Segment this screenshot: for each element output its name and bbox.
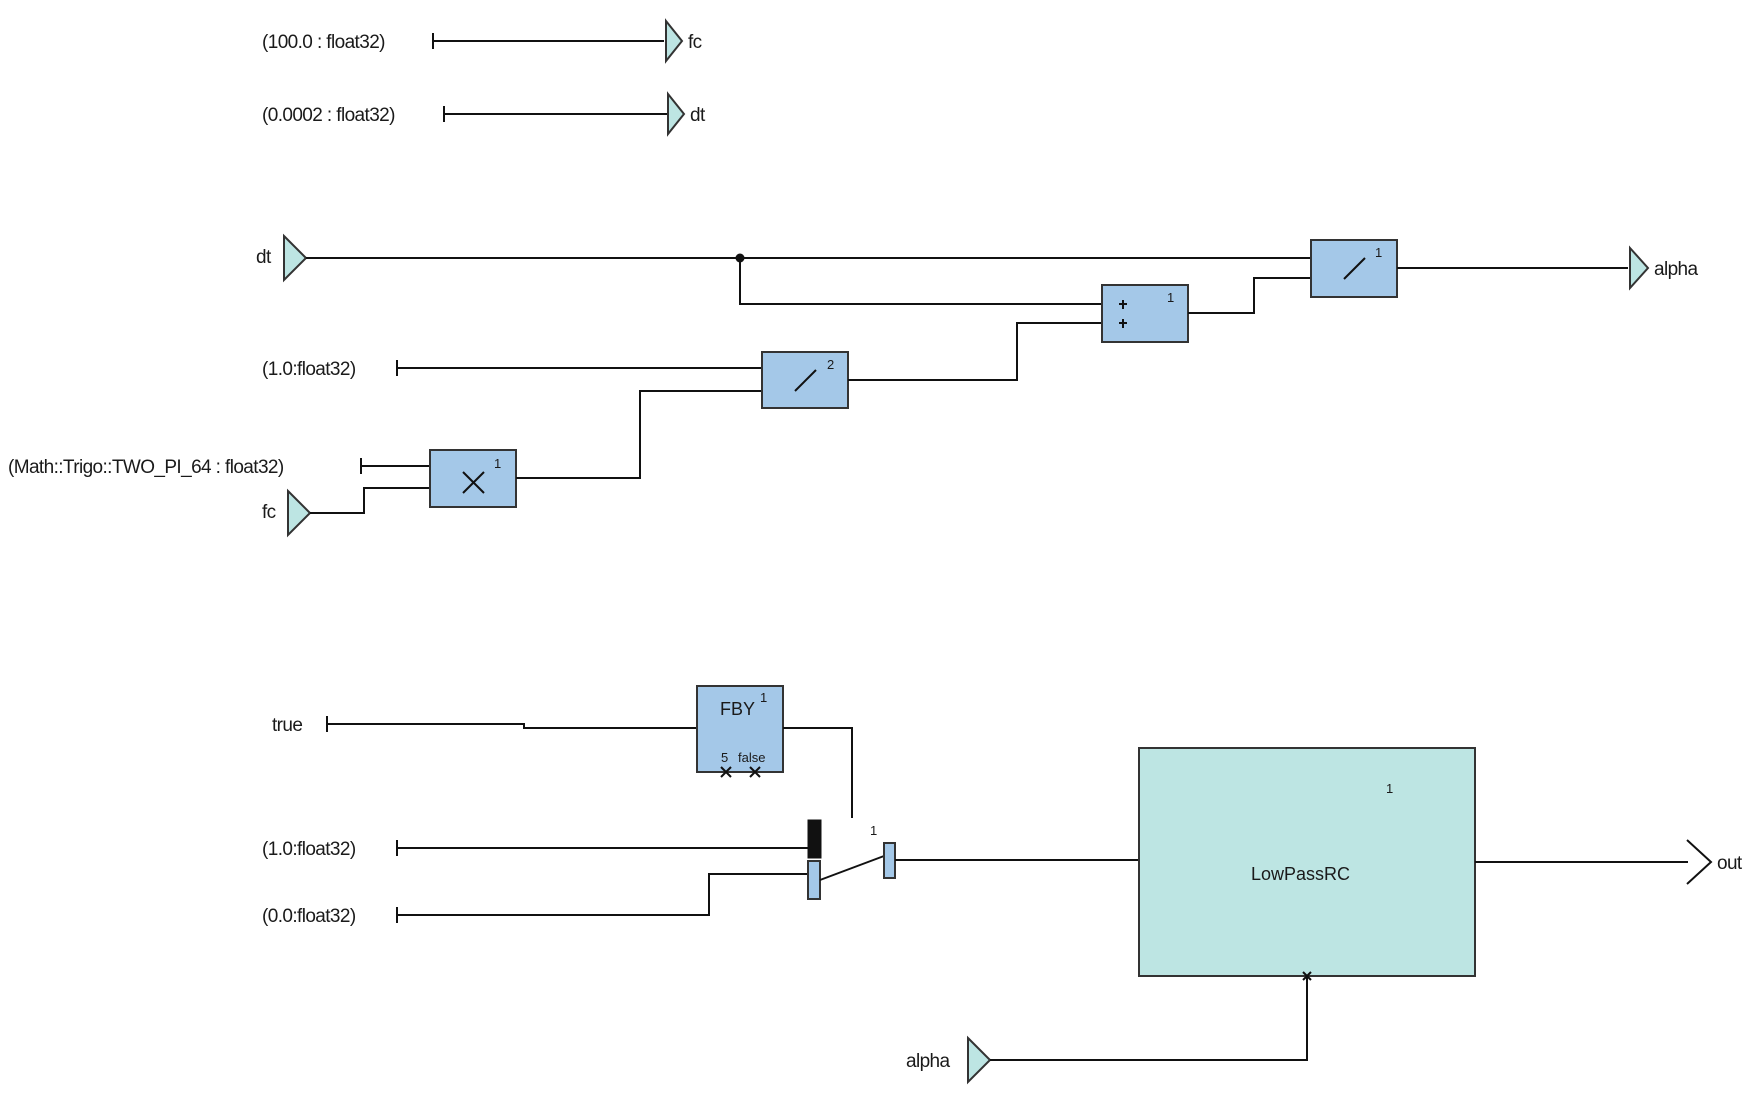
times-index: 1 bbox=[494, 456, 501, 471]
switch-input-selected[interactable] bbox=[807, 819, 822, 859]
switch-operator[interactable]: 1 bbox=[807, 819, 896, 900]
divide-icon bbox=[794, 369, 817, 392]
switch-index: 1 bbox=[870, 823, 877, 838]
lowpassrc-index: 1 bbox=[1386, 781, 1393, 796]
wire-true-to-fby[interactable] bbox=[327, 723, 697, 729]
times-icon bbox=[462, 471, 485, 494]
output-port-out[interactable] bbox=[1686, 839, 1713, 885]
const-fc-label: (100.0 : float32) bbox=[262, 32, 385, 53]
lowpassrc-node[interactable]: LowPassRC 1 bbox=[1138, 747, 1476, 981]
fby-operator[interactable]: FBY 1 5 false bbox=[696, 685, 784, 778]
switch-input-b[interactable] bbox=[807, 860, 821, 900]
output-out-label: out bbox=[1717, 853, 1743, 874]
output-port-dt[interactable] bbox=[667, 91, 686, 137]
fby-init: false bbox=[738, 750, 765, 765]
input-dt-label: dt bbox=[256, 247, 272, 268]
plus-box[interactable] bbox=[1101, 284, 1189, 343]
divide-1-index: 1 bbox=[1375, 245, 1382, 260]
fby-index: 1 bbox=[760, 690, 767, 705]
switch-lever bbox=[819, 855, 885, 881]
const-dt-label: (0.0002 : float32) bbox=[262, 105, 395, 126]
equation-lowpass: true FBY 1 5 false (1.0:float32) (0.0:fl… bbox=[262, 685, 1744, 1085]
switch-output[interactable] bbox=[883, 842, 896, 879]
fby-pin-markers bbox=[720, 766, 761, 778]
const-two-pi-label: (Math::Trigo::TWO_PI_64 : float32) bbox=[8, 457, 284, 478]
wire-plus-to-div1[interactable] bbox=[1188, 277, 1311, 314]
plus-index: 1 bbox=[1167, 290, 1174, 305]
plus-operator[interactable]: 1 bbox=[1101, 284, 1189, 343]
fby-delay: 5 bbox=[721, 750, 728, 765]
divide-operator-1[interactable]: 1 bbox=[1310, 239, 1398, 298]
input-port-alpha[interactable] bbox=[967, 1035, 992, 1085]
wire-times-to-div2[interactable] bbox=[516, 390, 762, 479]
fby-box[interactable] bbox=[696, 685, 784, 773]
input-fc-label: fc bbox=[262, 502, 276, 523]
times-operator[interactable]: 1 bbox=[429, 449, 517, 508]
wire-div2-to-plus[interactable] bbox=[848, 322, 1102, 381]
output-port-alpha[interactable] bbox=[1629, 245, 1650, 291]
input-port-fc[interactable] bbox=[287, 488, 312, 538]
divide-operator-2[interactable]: 2 bbox=[761, 351, 849, 409]
wire-fc-to-times[interactable] bbox=[310, 487, 430, 514]
wire-alpha-to-node[interactable] bbox=[990, 976, 1308, 1061]
times-box[interactable] bbox=[429, 449, 517, 508]
input-port-dt[interactable] bbox=[283, 233, 308, 283]
plus-icon bbox=[1119, 300, 1127, 328]
output-dt-label: dt bbox=[690, 105, 706, 126]
equation-alpha: dt (1.0:float32) (Math::Trigo::TWO_PI_64… bbox=[8, 233, 1699, 538]
fby-label: FBY bbox=[720, 699, 755, 719]
equation-constants: (100.0 : float32) fc (0.0002 : float32) … bbox=[262, 18, 707, 137]
const-zero-label: (0.0:float32) bbox=[262, 906, 356, 927]
divide-2-index: 2 bbox=[827, 357, 834, 372]
output-fc-label: fc bbox=[688, 32, 702, 53]
wire-dt-to-plus[interactable] bbox=[739, 258, 1102, 305]
divide-2-box[interactable] bbox=[761, 351, 849, 409]
output-port-fc[interactable] bbox=[665, 18, 684, 64]
wire-fby-to-switch[interactable] bbox=[783, 727, 853, 818]
const-one-label: (1.0:float32) bbox=[262, 359, 356, 380]
output-alpha-label: alpha bbox=[1654, 259, 1699, 280]
divide-icon bbox=[1343, 257, 1366, 280]
const-true-label: true bbox=[272, 715, 302, 736]
lowpassrc-name: LowPassRC bbox=[1251, 864, 1350, 884]
input-alpha-label: alpha bbox=[906, 1051, 951, 1072]
lowpassrc-box[interactable] bbox=[1138, 747, 1476, 977]
const-one-b-label: (1.0:float32) bbox=[262, 839, 356, 860]
wire-zero-to-switch[interactable] bbox=[397, 873, 808, 916]
